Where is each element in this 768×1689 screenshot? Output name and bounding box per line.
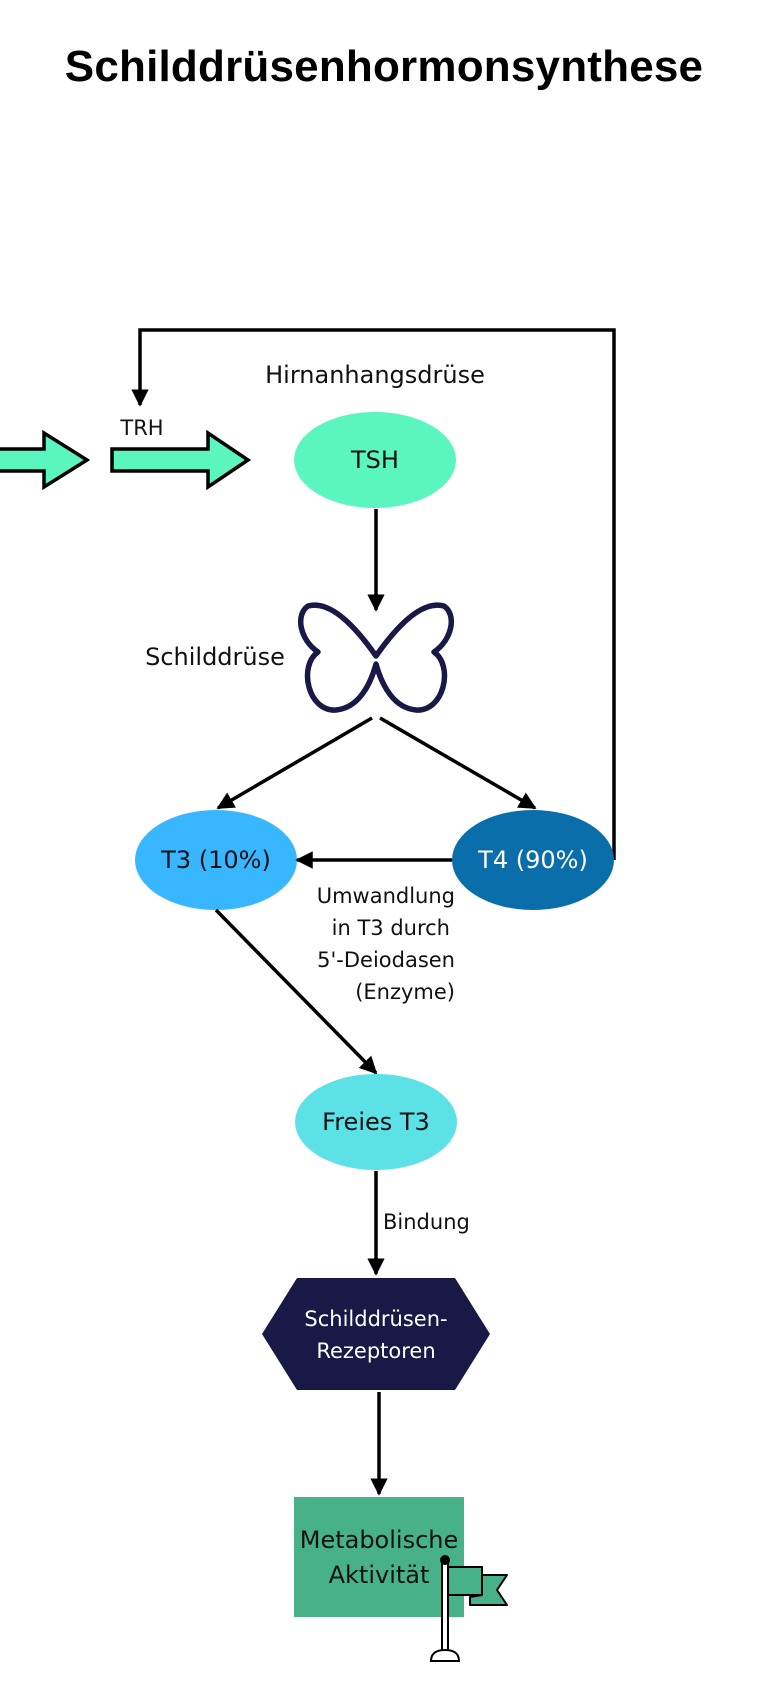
node-tsh: TSH — [294, 412, 456, 508]
label-binding: Bindung — [383, 1210, 470, 1234]
connector-t3-free-t3 — [214, 908, 378, 1075]
page-title: Schilddrüsenhormonsynthese — [64, 42, 704, 91]
butterfly-icon — [297, 602, 455, 713]
node-metabolic-label: Aktivität — [329, 1561, 430, 1589]
label-thyroid: Schilddrüse — [145, 643, 285, 671]
feedback-connector — [131, 328, 616, 860]
label-conversion-line: in T3 durch — [332, 916, 450, 940]
node-free-t3-label: Freies T3 — [322, 1108, 430, 1136]
block-arrow-icon — [0, 429, 91, 491]
label-conversion-line: Umwandlung — [317, 884, 455, 908]
node-t3-label: T3 (10%) — [160, 846, 271, 874]
node-t4-label: T4 (90%) — [477, 846, 588, 874]
node-receptor: Schilddrüsen- Rezeptoren — [262, 1278, 490, 1390]
flag-icon — [429, 1555, 508, 1662]
connector-thyroid-t3 — [216, 716, 373, 810]
label-hypophyse: Hirnanhangsdrüse — [265, 361, 485, 389]
node-receptor-label: Rezeptoren — [316, 1339, 435, 1363]
node-metabolic-label: Metabolische — [300, 1526, 459, 1554]
connector-thyroid-t4 — [379, 716, 537, 810]
node-t3: T3 (10%) — [135, 810, 297, 910]
node-free-t3: Freies T3 — [295, 1074, 457, 1170]
label-conversion-line: 5'-Deiodasen — [317, 948, 455, 972]
node-tsh-label: TSH — [350, 446, 399, 474]
label-conversion: Umwandlung in T3 durch 5'-Deiodasen (Enz… — [317, 884, 455, 1004]
node-receptor-label: Schilddrüsen- — [304, 1307, 447, 1331]
block-arrow-icon — [110, 429, 252, 491]
node-t4: T4 (90%) — [452, 810, 614, 910]
label-trh: TRH — [119, 416, 163, 440]
label-conversion-line: (Enzyme) — [355, 980, 455, 1004]
node-metabolic: Metabolische Aktivität — [294, 1497, 464, 1617]
